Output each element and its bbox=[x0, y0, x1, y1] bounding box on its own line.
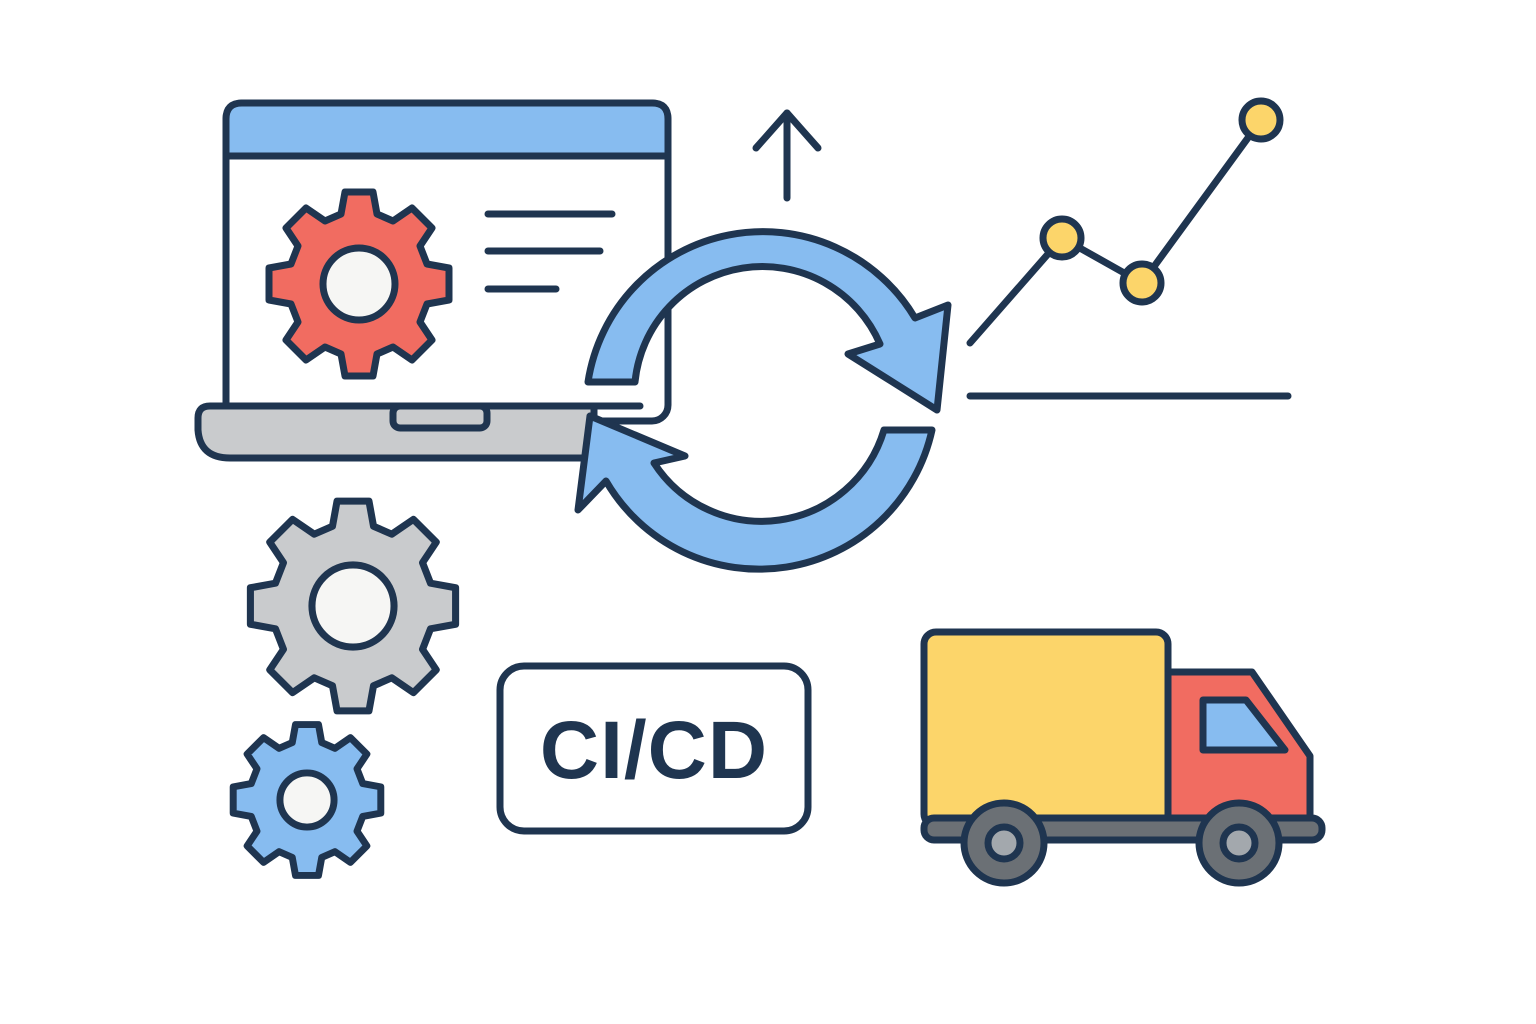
gray-gear-icon bbox=[250, 501, 455, 711]
sync-arrow-upper bbox=[584, 228, 952, 414]
truck-wheel bbox=[1195, 799, 1283, 887]
chart-point bbox=[1119, 260, 1165, 306]
ci-cd-badge: CI/CD bbox=[496, 662, 812, 835]
red-gear-icon bbox=[269, 192, 449, 376]
laptop-icon bbox=[194, 99, 672, 462]
trend-chart-icon bbox=[966, 97, 1292, 400]
ci-cd-label: CI/CD bbox=[540, 705, 768, 796]
trend-line bbox=[966, 116, 1265, 347]
laptop-trackpad-notch bbox=[389, 402, 491, 432]
truck-window bbox=[1199, 696, 1289, 754]
sync-cycle-icon bbox=[574, 228, 952, 573]
truck-cargo-box bbox=[920, 628, 1172, 830]
truck-wheel bbox=[960, 799, 1048, 887]
blue-gear-icon bbox=[233, 725, 381, 876]
chart-point bbox=[1039, 215, 1085, 261]
delivery-truck-icon bbox=[920, 628, 1326, 887]
arrow-up-icon bbox=[752, 109, 822, 202]
sync-arrow-lower bbox=[574, 412, 936, 573]
laptop-base bbox=[194, 402, 598, 462]
laptop-title-bar bbox=[222, 99, 672, 160]
chart-point bbox=[1238, 97, 1284, 143]
